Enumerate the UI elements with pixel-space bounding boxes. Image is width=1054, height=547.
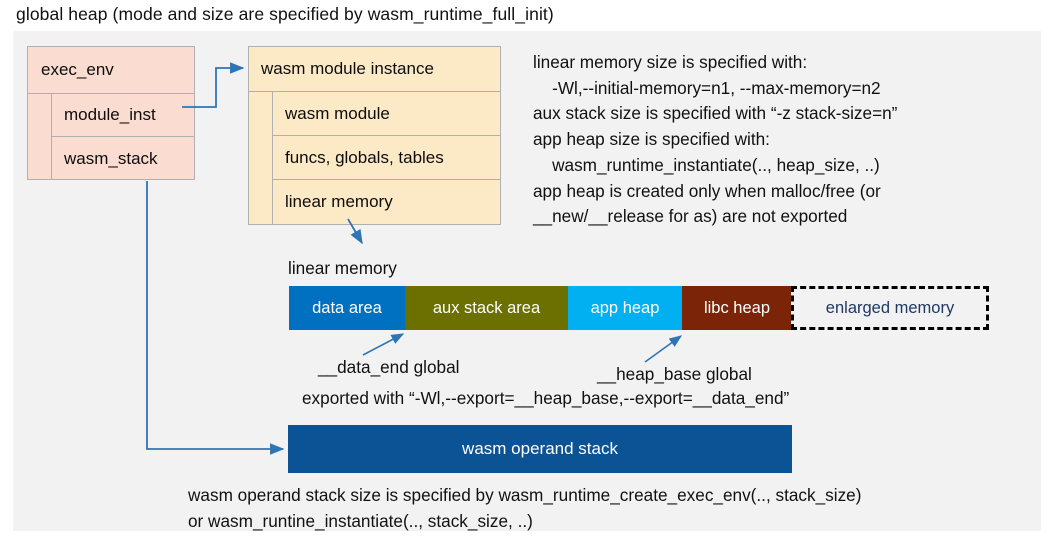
linear-memory-bar: data area aux stack area app heap libc heap…: [289, 286, 989, 330]
wasm-operand-stack-box: wasm operand stack: [288, 425, 792, 473]
module-field-linear-memory: linear memory: [285, 192, 393, 211]
memory-segment-enlarged-memory: enlarged memory: [791, 286, 989, 330]
exec-env-gutter: [28, 94, 52, 180]
annotation-data-end: __data_end global: [318, 357, 460, 377]
memory-segment-label: data area: [312, 298, 382, 317]
operand-stack-note: wasm operand stack size is specified by …: [188, 485, 862, 531]
wasm-module-instance-gutter: [249, 92, 273, 224]
memory-segment-aux-stack-area: aux stack area: [405, 286, 568, 330]
memory-segment-data-area: data area: [289, 286, 405, 330]
linear-memory-label: linear memory: [288, 258, 397, 278]
exec-env-field-wasm-stack: wasm_stack: [64, 148, 158, 168]
wasm-module-instance-box: wasm module instance wasm module funcs, …: [248, 46, 501, 225]
memory-segment-label: libc heap: [703, 298, 771, 317]
memory-segment-label: app heap: [590, 298, 660, 317]
memory-segment-libc-heap: libc heap: [682, 286, 792, 330]
annotation-export: exported with “-Wl,--export=__heap_base,…: [302, 388, 790, 408]
memory-segment-label: aux stack area: [432, 298, 541, 317]
module-field-funcs-globals-tables: funcs, globals, tables: [273, 136, 501, 180]
linear-memory-notes: linear memory size is specified with: -W…: [533, 52, 898, 227]
wasm-module-instance-header: wasm module instance: [249, 47, 500, 92]
exec-env-header: exec_env: [28, 47, 194, 94]
exec-env-box: exec_env module_inst wasm_stack: [27, 46, 195, 180]
memory-segment-app-heap: app heap: [568, 286, 682, 330]
page-title: global heap (mode and size are specified…: [16, 4, 554, 24]
module-field-wasm-module: wasm module: [273, 92, 501, 136]
memory-segment-label: enlarged memory: [825, 298, 955, 317]
wasm-operand-stack-label: wasm operand stack: [462, 439, 618, 458]
exec-env-field-module-inst: module_inst: [52, 94, 195, 137]
annotation-heap-base: __heap_base global: [597, 364, 752, 384]
